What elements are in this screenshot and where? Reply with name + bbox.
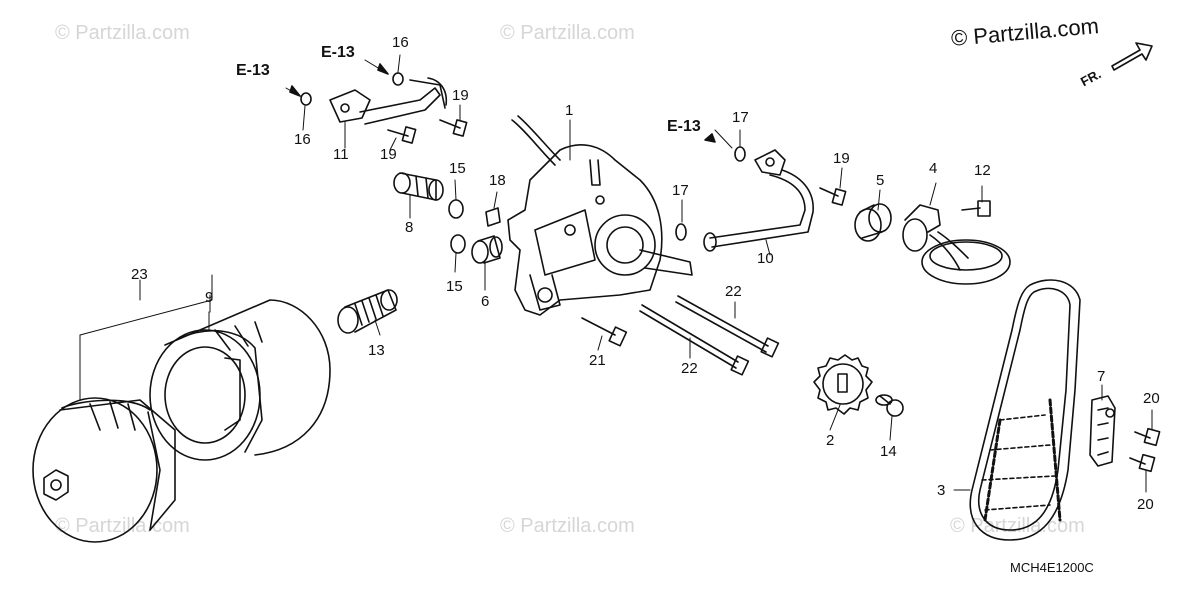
bolt-22 (639, 304, 750, 376)
oil-filter-element (149, 299, 331, 461)
o-ring-17 (734, 146, 746, 162)
grommet (854, 203, 892, 242)
callout-9: 9 (205, 289, 214, 306)
watermark: © Partzilla.com (500, 22, 635, 44)
callout-22: 22 (681, 360, 698, 377)
callout-20: 20 (1143, 390, 1160, 407)
diagram-code: MCH4E1200C (1010, 560, 1094, 575)
leader-lines (209, 54, 1153, 493)
arrow-head (704, 133, 716, 143)
callout-14: 14 (880, 443, 897, 460)
callout-16: 16 (392, 34, 409, 51)
watermark: © Partzilla.com (500, 515, 635, 537)
callout-16: 16 (294, 131, 311, 148)
callout-2: 2 (826, 432, 835, 449)
callout-18: 18 (489, 172, 506, 189)
chain-guide (1089, 395, 1116, 467)
callout-10: 10 (757, 250, 774, 267)
callout-6: 6 (481, 293, 490, 310)
watermark: © Partzilla.com (55, 515, 190, 537)
callout-22: 22 (725, 283, 742, 300)
bolt-21 (581, 317, 628, 347)
cam-chain (969, 279, 1081, 541)
bolt-22 (675, 295, 780, 358)
oil-pipe-upper (329, 77, 448, 125)
ref-label-e13: E-13 (667, 118, 701, 135)
bolt-19 (439, 119, 468, 137)
bolt-19 (819, 187, 847, 206)
bolt-20 (1129, 453, 1156, 473)
callout-23: 23 (131, 266, 148, 283)
callout-19: 19 (452, 87, 469, 104)
oil-pipe (703, 149, 814, 252)
arrow-head (289, 85, 301, 97)
ref-label-e13: E-13 (236, 62, 270, 79)
callout-7: 7 (1097, 368, 1106, 385)
callout-11: 11 (333, 146, 349, 163)
callout-12: 12 (974, 162, 991, 179)
o-ring-15 (448, 199, 464, 219)
o-ring-17 (675, 223, 687, 241)
ref-label-e13: E-13 (321, 44, 355, 61)
callout-15: 15 (446, 278, 463, 295)
threaded-nipple (337, 289, 398, 334)
relief-valve (393, 172, 444, 201)
callout-8: 8 (405, 219, 414, 236)
callout-4: 4 (929, 160, 938, 177)
callout-5: 5 (876, 172, 885, 189)
oil-strainer (902, 204, 1011, 285)
callout-19: 19 (833, 150, 850, 167)
bolt-14 (875, 394, 904, 417)
o-ring-15 (450, 234, 466, 254)
callout-20: 20 (1137, 496, 1154, 513)
callout-3: 3 (937, 482, 946, 499)
o-ring-16 (300, 92, 312, 106)
callout-17: 17 (732, 109, 749, 126)
callout-19: 19 (380, 146, 397, 163)
oil-pump (507, 115, 693, 316)
watermark: © Partzilla.com (55, 22, 190, 44)
collar (471, 235, 503, 264)
front-arrow (1111, 42, 1153, 71)
callout-1: 1 (565, 102, 574, 119)
arrow-head (377, 63, 389, 75)
sprocket (813, 354, 873, 415)
oil-filter-assembly (32, 397, 176, 543)
bolt-12 (961, 200, 991, 217)
callout-13: 13 (368, 342, 385, 359)
callout-15: 15 (449, 160, 466, 177)
dowel-pin (485, 207, 501, 227)
bolt-19 (387, 126, 417, 144)
leader-23 (79, 274, 213, 361)
o-ring-16 (392, 72, 404, 86)
bolt-20 (1134, 427, 1161, 447)
callout-21: 21 (589, 352, 606, 369)
callout-17: 17 (672, 182, 689, 199)
